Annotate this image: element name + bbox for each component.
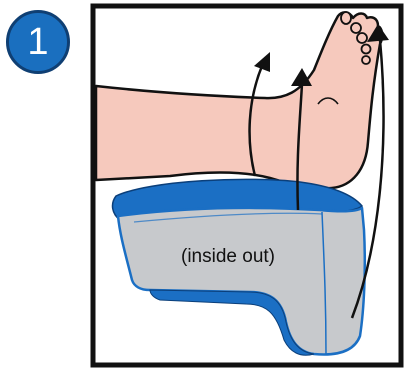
inside-out-caption: (inside out) — [181, 246, 275, 267]
